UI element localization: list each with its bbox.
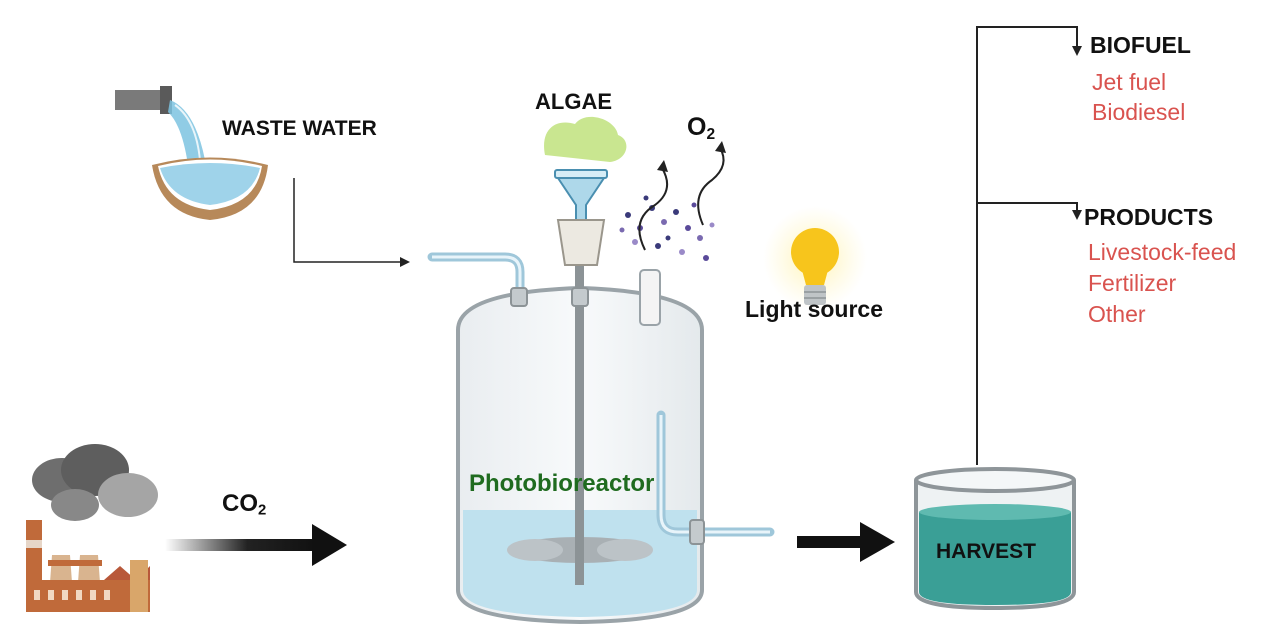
product-item-other: Other (1088, 301, 1146, 327)
waste-water-flow-arrow (293, 178, 400, 263)
biofuel-heading: BIOFUEL (1090, 32, 1191, 58)
co2-flow-arrow (165, 539, 315, 551)
oxygen-rise-arrow-1 (638, 167, 669, 251)
waste-water-source-icon (115, 86, 268, 220)
product-item-livestock-feed: Livestock-feed (1088, 239, 1237, 265)
light-source-label: Light source (745, 296, 884, 322)
biofuel-item-jet-fuel: Jet fuel (1092, 69, 1167, 95)
harvest-tank (914, 467, 1076, 611)
biofuel-item-biodiesel: Biodiesel (1092, 99, 1186, 125)
product-item-fertilizer: Fertilizer (1088, 270, 1177, 296)
oxygen-rise-arrow-2 (697, 147, 725, 226)
photobioreactor-vessel (456, 225, 704, 625)
light-bulb-icon (763, 206, 867, 310)
waste-water-label: WASTE WATER (222, 117, 377, 140)
co2-label: CO2 (222, 490, 267, 519)
algae-funnel (544, 116, 627, 266)
oxygen-bubbles (619, 195, 715, 261)
algae-label: ALGAE (535, 89, 612, 114)
harvest-products-line (977, 202, 1078, 212)
photobioreactor-label: Photobioreactor (469, 470, 655, 497)
harvest-label: HARVEST (936, 540, 1036, 563)
factory-icon (26, 444, 158, 612)
harvest-output-line (976, 26, 1078, 465)
oxygen-label: O2 (687, 113, 716, 143)
waste-water-arrow-head (400, 257, 410, 267)
products-heading: PRODUCTS (1084, 204, 1214, 230)
